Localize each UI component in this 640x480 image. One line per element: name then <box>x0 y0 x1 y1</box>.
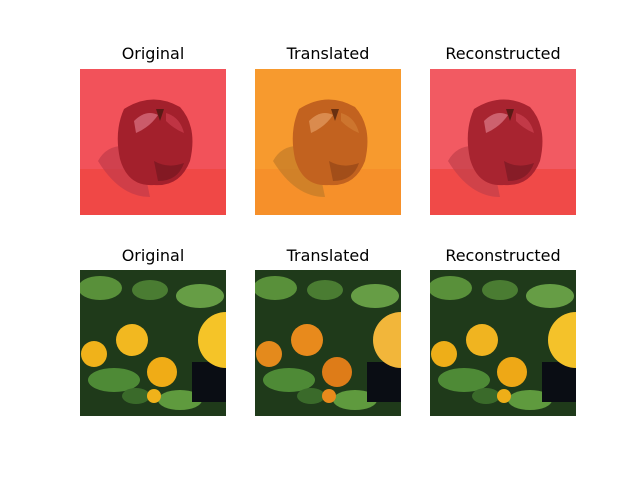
apple-reconstructed-image <box>430 69 576 215</box>
panel-title-reconstructed-oranges: Reconstructed <box>445 246 561 265</box>
apple-original-svg <box>80 69 226 215</box>
panel-title-translated-apple: Translated <box>286 44 370 63</box>
oranges-original-image <box>80 270 226 416</box>
oranges-reconstructed-image <box>430 270 576 416</box>
apple-original-image <box>80 69 226 215</box>
panel-title-reconstructed-apple: Reconstructed <box>445 44 561 63</box>
panel-title-original-apple: Original <box>121 44 185 63</box>
oranges-reconstructed-svg <box>430 270 576 416</box>
oranges-original-svg <box>80 270 226 416</box>
apple-translated-svg <box>255 69 401 215</box>
panel-title-translated-oranges: Translated <box>286 246 370 265</box>
oranges-translated-svg <box>255 270 401 416</box>
apple-reconstructed-svg <box>430 69 576 215</box>
oranges-translated-image <box>255 270 401 416</box>
panel-title-original-oranges: Original <box>121 246 185 265</box>
apple-translated-image <box>255 69 401 215</box>
